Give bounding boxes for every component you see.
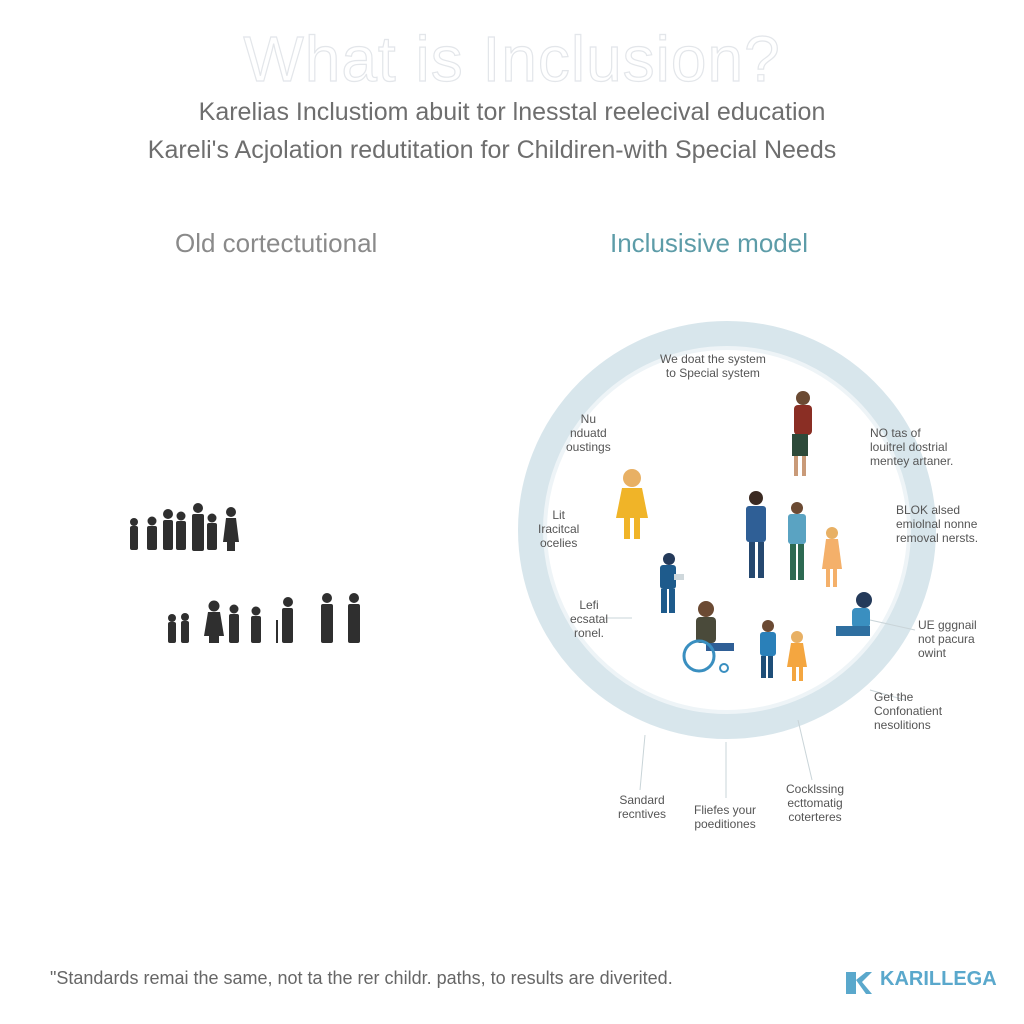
old-model-heading: Old cortectutional [175,228,378,258]
leader-lines [605,617,916,798]
adult-figure-suit [746,491,766,578]
child-figure-teal [788,502,806,580]
ring-label-bottom-right: Get the Confonatient nesolitions [874,690,943,732]
silhouette-person [163,509,173,550]
old-model-silhouettes-row1 [130,503,239,551]
teacher-figure [792,391,812,476]
child-figure-yellow [616,469,648,539]
silhouette-person [251,606,261,643]
ring-label-top: We doat the system to Special system [660,352,766,380]
ring-label-bottom-2: Fliefes your poeditiones [694,803,757,831]
silhouette-person [192,503,204,551]
child-figure-orange [822,527,842,587]
silhouette-person [207,513,217,550]
ring-label-mid-left: Lit Iracitcal ocelies [538,508,580,550]
old-model-silhouettes-row2 [168,593,360,643]
footer-quote: "Standards remai the same, not ta the re… [50,968,673,988]
subtitle-line-2: Kareli's Acjolation redutitation for Chi… [147,136,837,164]
silhouette-person [276,597,293,643]
inclusive-model-heading: Inclusisive model [610,228,808,258]
child-figure-tablet [660,553,684,613]
silhouette-person [223,507,239,551]
child-figure-blue [760,620,776,678]
brand-logo-icon [846,972,872,994]
page-title: What is Inclusion? [243,22,781,95]
wheelchair-student-figure [682,601,734,673]
subtitle-line-1: Karelias Inclustiom abuit tor lnesstal r… [198,98,826,126]
silhouette-person [348,593,360,643]
silhouette-person [147,516,157,550]
silhouette-person [181,613,189,643]
child-figure-sitting [836,592,872,636]
child-figure-small-orange [787,631,807,681]
ring-label-upper-left: Nu nduatd oustings [566,412,611,454]
silhouette-person [204,600,224,643]
ring-label-bottom-3: Cocklssing ecttomatig coterteres [786,782,845,824]
silhouette-person [229,604,239,643]
ring-label-lower-right: UE gggnail not pacura owint [918,618,977,660]
ring-label-upper-right: NO tas of louitrel dostrial mentey artan… [870,426,954,468]
ring-label-bottom-1: Sandard recntives [618,793,667,821]
silhouette-person [176,511,186,550]
ring-label-mid-right: BLOK alsed emiolnal nonne removal nersts… [896,503,979,545]
silhouette-person [168,614,176,643]
silhouette-person [321,593,333,643]
silhouette-person [130,518,138,550]
ring-label-lower-left: Lefi ecsatal ronel. [570,598,609,640]
inclusive-ring [518,321,936,739]
brand-name: KARILLEGA [880,968,997,990]
